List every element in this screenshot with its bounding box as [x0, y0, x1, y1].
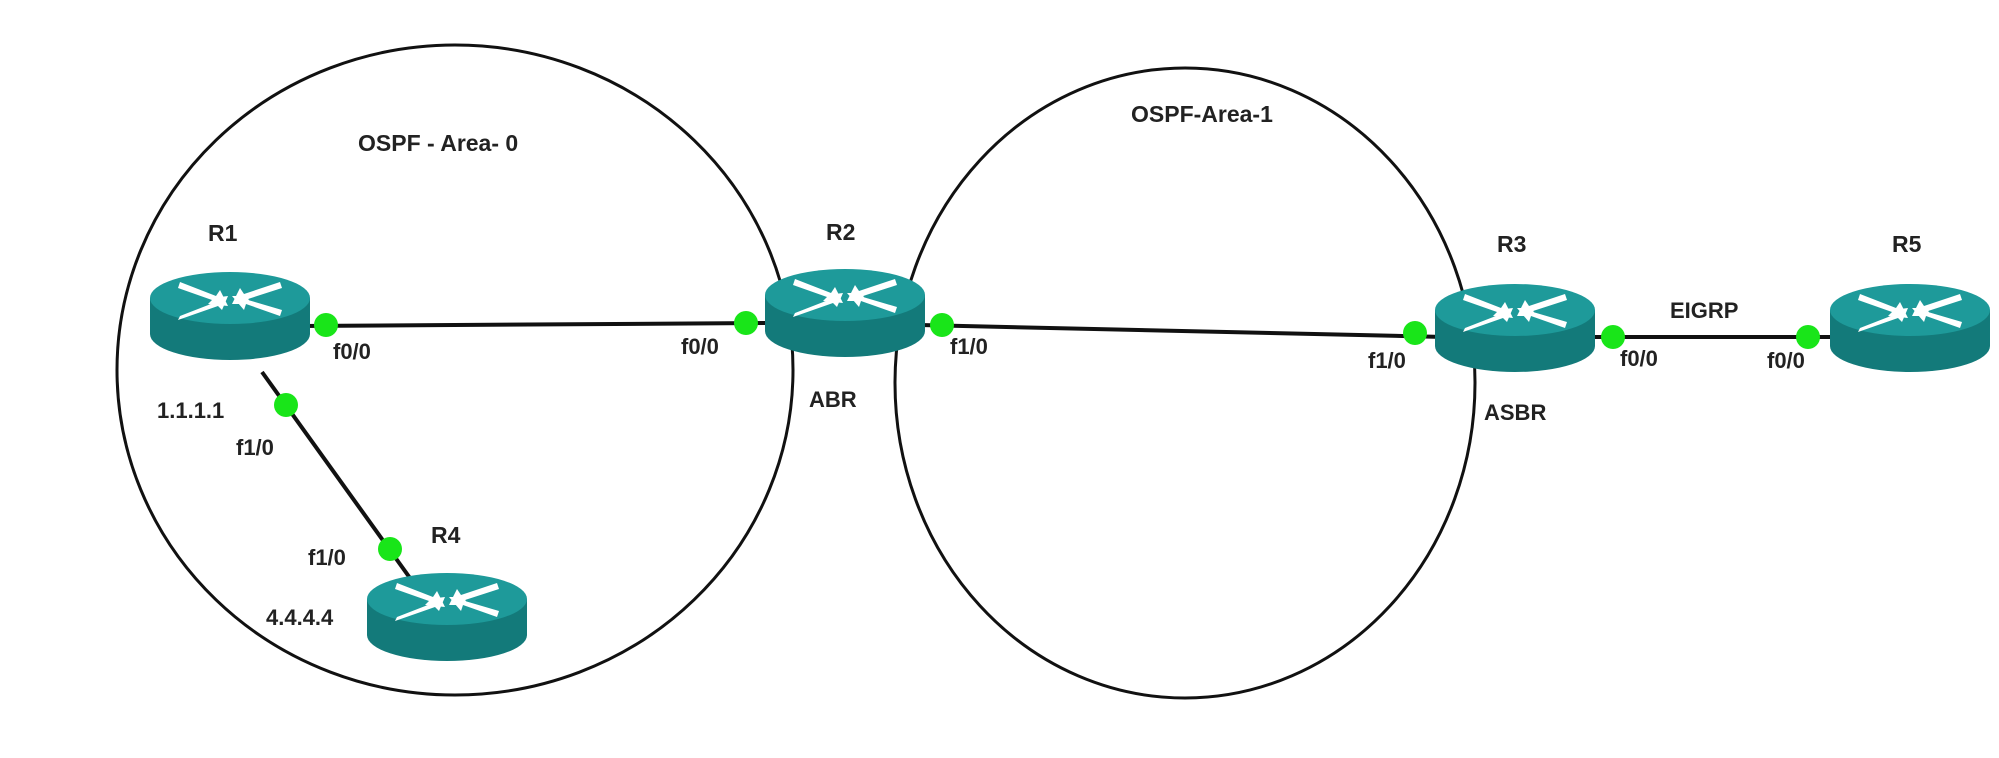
interface-dot-r2-f10[interactable]: [930, 313, 954, 337]
router-r5[interactable]: [1830, 284, 1990, 372]
interface-dot-r1-f00[interactable]: [314, 313, 338, 337]
router-icon: [765, 269, 925, 357]
r4-f10-label: f1/0: [308, 545, 346, 570]
r4-name-label: R4: [431, 522, 461, 548]
area-0-label: OSPF - Area- 0: [358, 130, 518, 156]
interface-dot-r3-f00[interactable]: [1601, 325, 1625, 349]
r1-f10-label: f1/0: [236, 435, 274, 460]
area-1-boundary: [893, 66, 1477, 700]
interface-dot-r4-f10[interactable]: [378, 537, 402, 561]
link-r1-r2[interactable]: [299, 321, 771, 328]
area-0-boundary: [115, 43, 795, 697]
r2-f00-label: f0/0: [681, 334, 719, 359]
r1-f00-label: f0/0: [333, 339, 371, 364]
interface-dots: [274, 311, 1820, 561]
r3-f10-label: f1/0: [1368, 348, 1406, 373]
r2-role-label: ABR: [809, 387, 857, 412]
r1-name-label: R1: [208, 220, 238, 246]
r2-f10-label: f1/0: [950, 334, 988, 359]
r5-f00-label: f0/0: [1767, 348, 1805, 373]
interface-dot-r2-f00[interactable]: [734, 311, 758, 335]
router-r4[interactable]: [367, 573, 527, 661]
r4-ip-label: 4.4.4.4: [266, 605, 334, 630]
router-icon: [1435, 284, 1595, 372]
router-r3[interactable]: [1435, 284, 1595, 372]
area-1-label: OSPF-Area-1: [1131, 101, 1273, 127]
interface-dot-r1-f10[interactable]: [274, 393, 298, 417]
router-icon: [150, 272, 310, 360]
r5-name-label: R5: [1892, 231, 1922, 257]
links: [260, 321, 1830, 587]
r3-name-label: R3: [1497, 231, 1526, 257]
r3-role-label: ASBR: [1484, 400, 1546, 425]
interface-dot-r3-f10[interactable]: [1403, 321, 1427, 345]
r3-f00-label: f0/0: [1620, 346, 1658, 371]
r1-ip-label: 1.1.1.1: [157, 398, 224, 423]
r2-name-label: R2: [826, 219, 855, 245]
link-r2-r3[interactable]: [919, 323, 1446, 339]
router-r2[interactable]: [765, 269, 925, 357]
router-r1[interactable]: [150, 272, 310, 360]
interface-dot-r5-f00[interactable]: [1796, 325, 1820, 349]
router-icon: [367, 573, 527, 661]
router-icon: [1830, 284, 1990, 372]
eigrp-label: EIGRP: [1670, 298, 1738, 323]
